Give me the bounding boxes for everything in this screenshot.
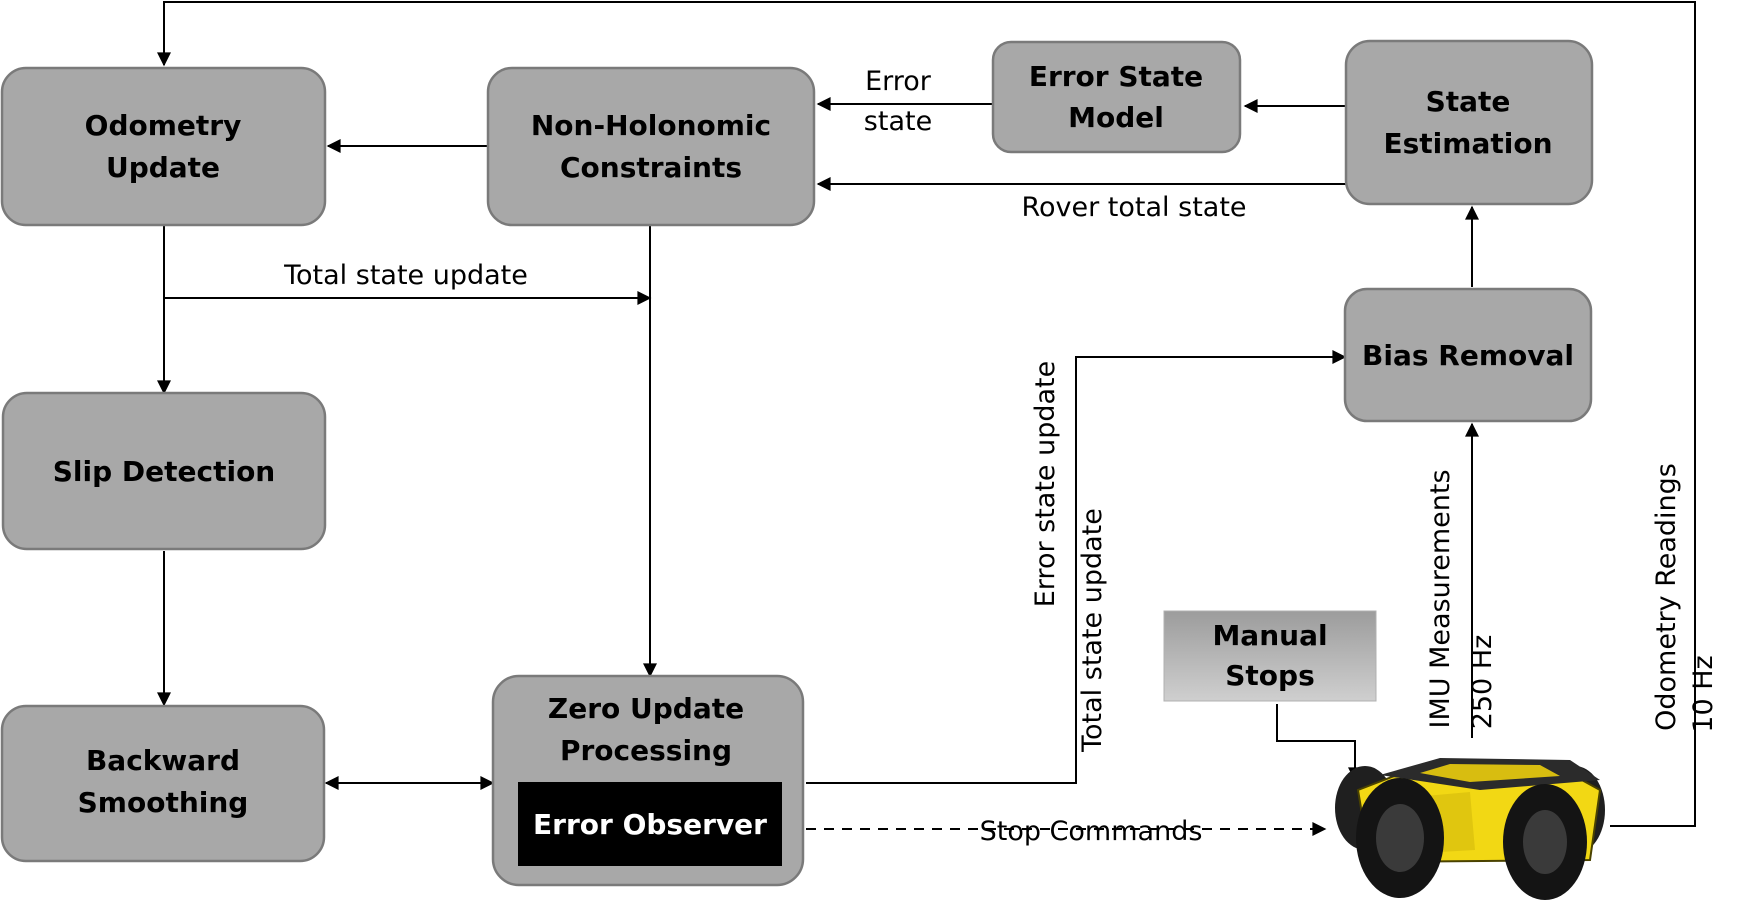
box-state-estimation-line1: State bbox=[1426, 85, 1511, 118]
edge-labels: Error state Rover total state Total stat… bbox=[283, 66, 1719, 847]
box-error-state-model: Error State Model bbox=[991, 40, 1242, 154]
box-zero-update-processing: Zero Update Processing Error Observer bbox=[491, 674, 805, 887]
box-backward-smoothing-line1: Backward bbox=[86, 744, 240, 777]
rover-top-insert bbox=[1420, 764, 1560, 782]
box-zero-update-line2: Processing bbox=[560, 734, 732, 767]
label-error-state-line2: state bbox=[864, 106, 932, 137]
box-manual-stops-line1: Manual bbox=[1212, 619, 1327, 652]
rover-illustration bbox=[1335, 758, 1605, 900]
rover-wheel-front-right-hub bbox=[1523, 810, 1567, 874]
connectors bbox=[157, 1, 1696, 836]
label-rover-total-state: Rover total state bbox=[1021, 192, 1246, 223]
box-non-holonomic-line2: Constraints bbox=[560, 151, 742, 184]
box-odometry-update-line1: Odometry bbox=[85, 109, 242, 142]
box-manual-stops: Manual Stops bbox=[1163, 610, 1377, 702]
box-backward-smoothing-line2: Smoothing bbox=[78, 786, 249, 819]
label-error-state-line1: Error bbox=[865, 66, 932, 97]
box-bias-removal-label: Bias Removal bbox=[1362, 339, 1574, 372]
label-imu-measurements: IMU Measurements bbox=[1425, 469, 1456, 728]
label-odometry-rate: 10 Hz bbox=[1688, 655, 1719, 732]
label-odometry-readings: Odometry Readings bbox=[1651, 463, 1682, 731]
box-error-state-model-line1: Error State bbox=[1029, 60, 1203, 93]
box-backward-smoothing: Backward Smoothing bbox=[0, 704, 326, 863]
box-state-estimation-line2: Estimation bbox=[1384, 127, 1553, 160]
label-stop-commands: Stop Commands bbox=[980, 816, 1203, 847]
edge-manual-stops-to-rover bbox=[1276, 704, 1362, 782]
box-non-holonomic-line1: Non-Holonomic bbox=[531, 109, 771, 142]
box-slip-detection-label: Slip Detection bbox=[53, 455, 276, 488]
box-manual-stops-line2: Stops bbox=[1225, 659, 1315, 692]
edge-zero-update-to-bias bbox=[806, 350, 1347, 784]
rover-wheel-front-left-hub bbox=[1376, 804, 1424, 872]
box-odometry-update: Odometry Update bbox=[0, 66, 327, 227]
box-odometry-update-line2: Update bbox=[106, 151, 220, 184]
box-error-observer: Error Observer bbox=[518, 782, 782, 866]
label-total-state-update-v: Total state update bbox=[1077, 508, 1108, 753]
edge-odometry-readings-loop bbox=[157, 1, 1696, 827]
box-slip-detection: Slip Detection bbox=[1, 391, 327, 551]
label-error-state-update-v: Error state update bbox=[1030, 361, 1061, 608]
box-error-observer-label: Error Observer bbox=[533, 808, 767, 841]
box-error-state-model-line2: Model bbox=[1068, 101, 1164, 134]
label-imu-rate: 250 Hz bbox=[1467, 635, 1498, 730]
box-non-holonomic-constraints: Non-Holonomic Constraints bbox=[486, 66, 816, 227]
label-total-state-update-h: Total state update bbox=[283, 260, 528, 291]
box-state-estimation: State Estimation bbox=[1344, 39, 1594, 206]
box-zero-update-line1: Zero Update bbox=[548, 692, 744, 725]
box-bias-removal: Bias Removal bbox=[1343, 287, 1593, 423]
